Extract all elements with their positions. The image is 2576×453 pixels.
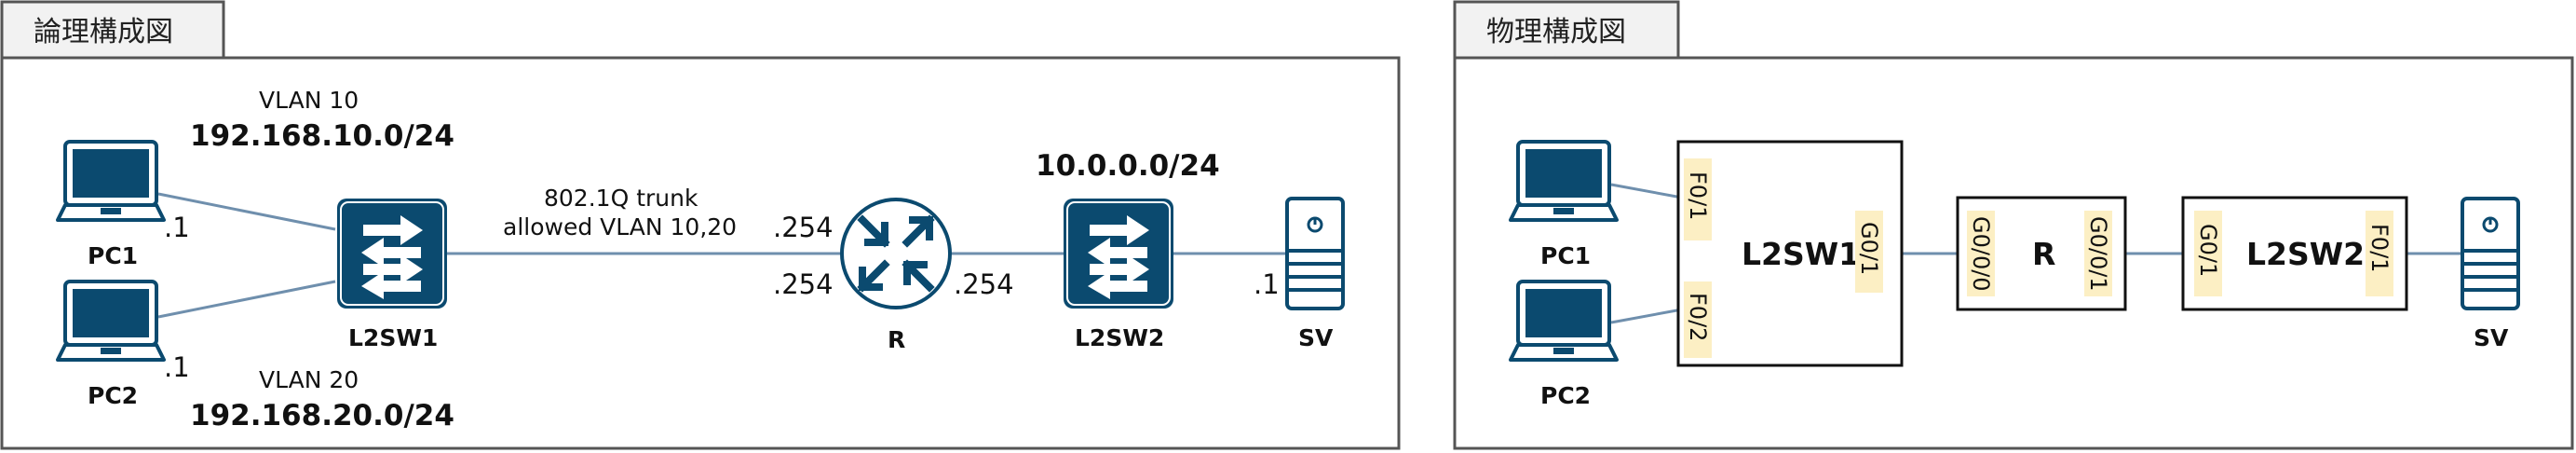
server-icon (1285, 197, 1345, 310)
vlan20-network: 192.168.20.0/24 (190, 399, 454, 432)
phys-sv-name: SV (2474, 324, 2509, 351)
logical-title: 論理構成図 (34, 16, 173, 48)
vlan10-network: 192.168.10.0/24 (190, 119, 454, 153)
phys-l2sw1-port-g01: G0/1 (1856, 222, 1882, 275)
phys-pc1-laptop-icon (1509, 140, 1619, 222)
router-ip-right: .254 (954, 268, 1014, 300)
router-name: R (888, 326, 905, 353)
physical-title: 物理構成図 (1486, 16, 1626, 48)
phys-l2sw1-port-f01: F0/1 (1685, 172, 1711, 220)
pc1-ip: .1 (164, 212, 190, 243)
phys-l2sw2-name: L2SW2 (2246, 236, 2365, 272)
physical-frame (1453, 56, 2574, 450)
pc2-ip: .1 (164, 351, 190, 383)
router-icon (842, 199, 950, 308)
physical-tab (1453, 0, 1680, 60)
sv-ip: .1 (1254, 268, 1280, 300)
phys-server-icon (2461, 197, 2520, 310)
logical-tab (0, 0, 225, 60)
router-ip-mid: .254 (773, 268, 834, 300)
pc1-name: PC1 (88, 242, 138, 269)
phys-l2sw2-port-f01: F0/1 (2366, 224, 2393, 272)
l2sw2-name: L2SW2 (1075, 324, 1164, 351)
router-ip-top: .254 (773, 212, 834, 243)
pc1-laptop-icon (56, 140, 166, 222)
logical-frame (0, 56, 1401, 450)
phys-l2sw2-port-g01: G0/1 (2195, 224, 2221, 277)
physical-links (1610, 183, 2462, 324)
physical-diagram: 物理構成図 PC1 PC2 L2SW1 F0/1 F0/2 G0/1 R G0/… (1453, 0, 2574, 450)
vlan10-label: VLAN 10 (259, 87, 359, 114)
pc2-laptop-icon (56, 280, 166, 362)
phys-router-port-g000: G0/0/0 (1968, 216, 1994, 292)
logical-diagram: 論理構成図 PC1 .1 PC2 .1 VLAN 10 192.168.10.0… (0, 0, 1401, 450)
phys-router-port-g001: G0/0/1 (2085, 216, 2111, 292)
pc2-name: PC2 (88, 382, 138, 409)
phys-pc2-name: PC2 (1540, 382, 1591, 409)
l2sw1-switch-icon (336, 198, 448, 309)
phys-l2sw1-port-f02: F0/2 (1685, 293, 1711, 341)
trunk-line1: 802.1Q trunk (544, 185, 698, 212)
phys-pc1-name: PC1 (1540, 242, 1591, 269)
l2sw1-name: L2SW1 (348, 324, 438, 351)
sv-name: SV (1298, 324, 1334, 351)
logical-links (157, 192, 1287, 319)
phys-l2sw1-name: L2SW1 (1742, 236, 1860, 272)
vlan20-label: VLAN 20 (259, 366, 359, 393)
phys-router-name: R (2032, 236, 2055, 272)
phys-pc2-laptop-icon (1509, 280, 1619, 362)
trunk-line2: allowed VLAN 10,20 (503, 213, 737, 240)
l2sw2-network: 10.0.0.0/24 (1036, 149, 1220, 183)
l2sw2-switch-icon (1063, 198, 1174, 309)
